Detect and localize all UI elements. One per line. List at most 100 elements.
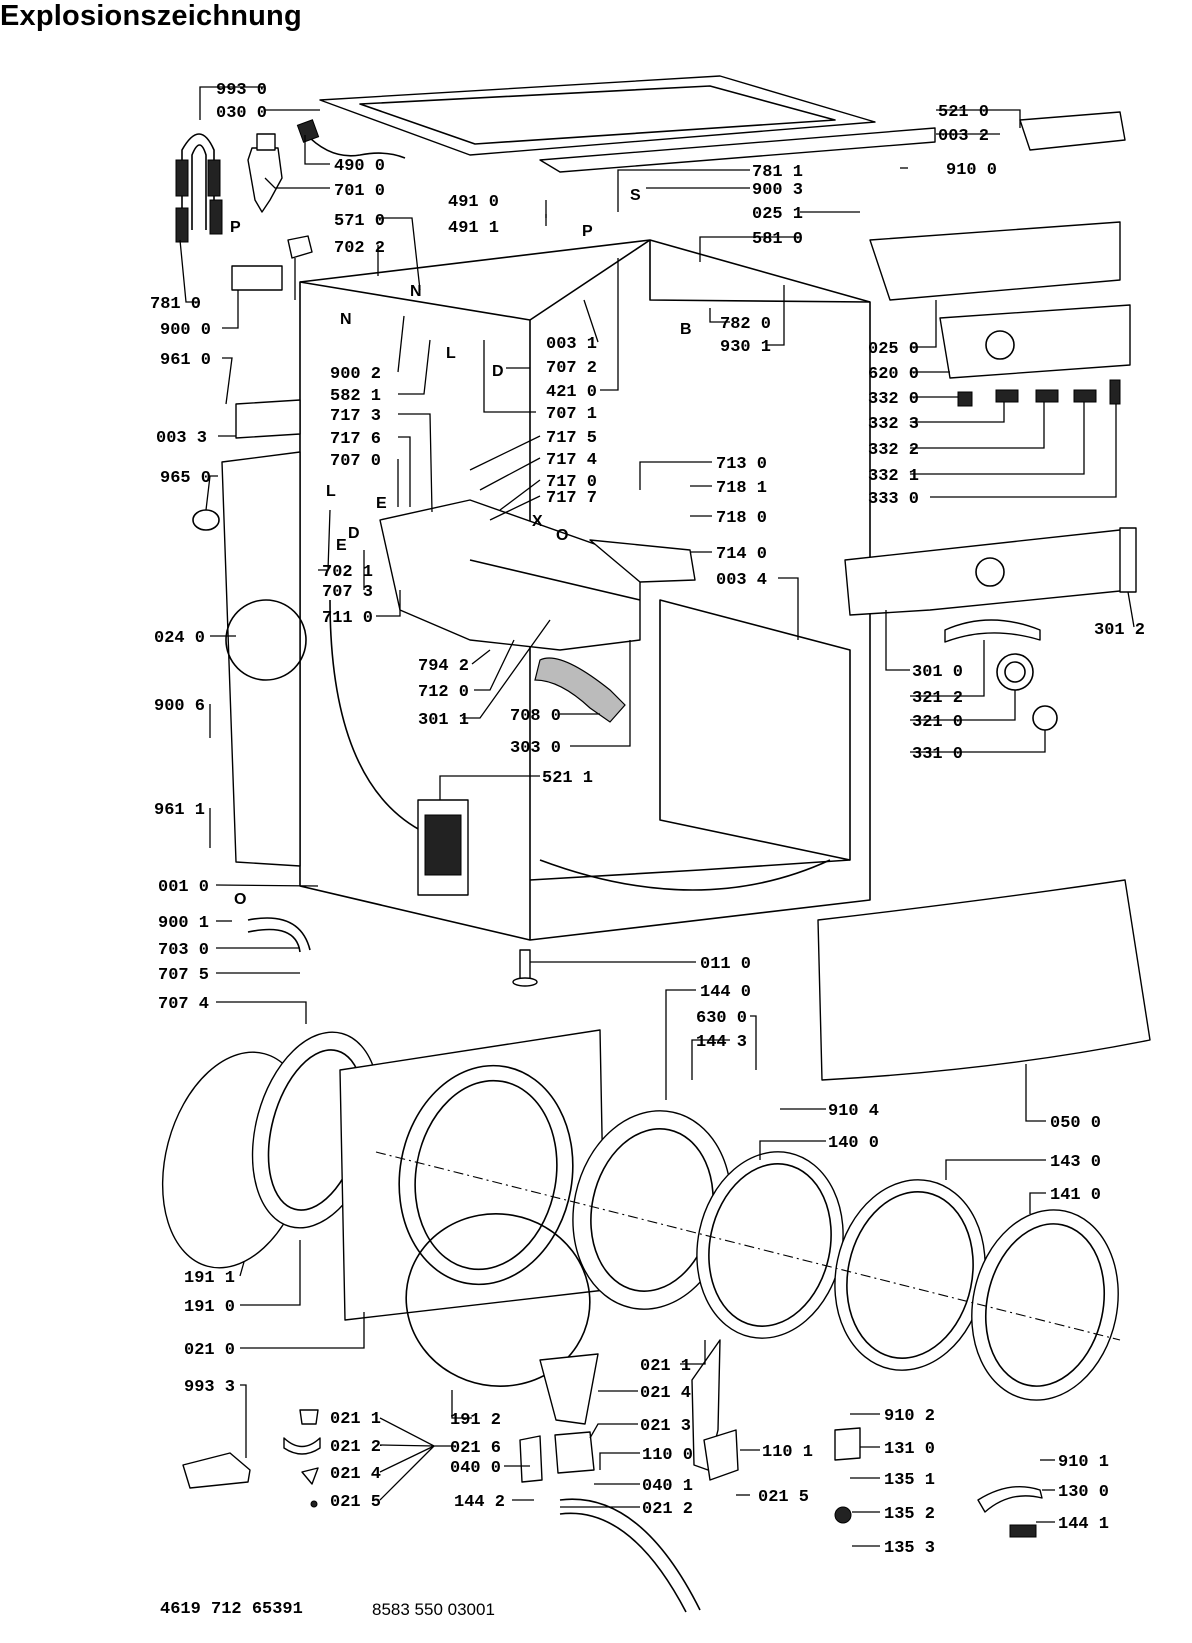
label-707-3: 707 3	[322, 583, 373, 602]
label-332-0: 332 0	[868, 390, 919, 409]
label-782-0: 782 0	[720, 315, 771, 334]
label-712-0: 712 0	[418, 683, 469, 702]
label-021-6: 021 6	[450, 1439, 501, 1458]
part-labels: 993 0 030 0 490 0 701 0 571 0 702 2 781 …	[150, 81, 1145, 1558]
letter-n-1: N	[410, 283, 422, 300]
top-cover-icon	[319, 75, 876, 156]
label-110-0: 110 0	[642, 1446, 693, 1465]
footer-part-number-left: 4619 712 65391	[160, 1600, 303, 1619]
label-143-0: 143 0	[1050, 1153, 1101, 1172]
label-144-3: 144 3	[696, 1033, 747, 1052]
label-144-0: 144 0	[700, 983, 751, 1002]
drum-icon	[161, 1029, 606, 1387]
label-900-3: 900 3	[752, 181, 803, 200]
label-110-1: 110 1	[762, 1443, 813, 1462]
label-191-0: 191 0	[184, 1298, 235, 1317]
label-025-0: 025 0	[868, 340, 919, 359]
label-630-0: 630 0	[696, 1009, 747, 1028]
label-521-0: 521 0	[938, 103, 989, 122]
label-332-1: 332 1	[868, 467, 919, 486]
label-301-1: 301 1	[418, 711, 469, 730]
label-021-1-a: 021 1	[640, 1357, 691, 1376]
page-title: Explosionszeichnung	[0, 0, 302, 32]
label-331-0: 331 0	[912, 745, 963, 764]
label-303-0: 303 0	[510, 739, 561, 758]
label-131-0: 131 0	[884, 1440, 935, 1459]
label-301-0: 301 0	[912, 663, 963, 682]
label-717-3: 717 3	[330, 407, 381, 426]
label-130-0: 130 0	[1058, 1483, 1109, 1502]
hose-icon	[175, 133, 223, 243]
label-021-1-b: 021 1	[330, 1410, 381, 1429]
label-703-0: 703 0	[158, 941, 209, 960]
label-717-5: 717 5	[546, 429, 597, 448]
label-718-0: 718 0	[716, 509, 767, 528]
label-701-0: 701 0	[334, 182, 385, 201]
label-191-1: 191 1	[184, 1269, 235, 1288]
footer-part-number-right: 8583 550 03001	[372, 1600, 495, 1619]
label-332-2: 332 2	[868, 441, 919, 460]
label-717-6: 717 6	[330, 430, 381, 449]
label-711-0: 711 0	[322, 609, 373, 628]
label-718-1: 718 1	[716, 479, 767, 498]
connection-letters: P N L D B S P L E D E X O O N	[230, 187, 692, 908]
label-025-1: 025 1	[752, 205, 803, 224]
power-cord-icon	[296, 119, 406, 159]
label-001-0: 001 0	[158, 878, 209, 897]
label-910-0: 910 0	[946, 161, 997, 180]
label-144-1: 144 1	[1058, 1515, 1109, 1534]
label-717-0: 717 0	[546, 473, 597, 492]
label-930-1: 930 1	[720, 338, 771, 357]
label-702-1: 702 1	[322, 563, 373, 582]
label-003-4: 003 4	[716, 571, 767, 590]
label-135-1: 135 1	[884, 1471, 935, 1490]
label-021-5-b: 021 5	[330, 1493, 381, 1512]
label-571-0: 571 0	[334, 212, 385, 231]
label-040-1: 040 1	[642, 1477, 693, 1496]
label-781-0: 781 0	[150, 295, 201, 314]
letter-n-2: N	[340, 311, 352, 328]
label-332-3: 332 3	[868, 415, 919, 434]
label-581-0: 581 0	[752, 230, 803, 249]
label-135-3: 135 3	[884, 1539, 935, 1558]
label-021-3: 021 3	[640, 1417, 691, 1436]
label-993-0: 993 0	[216, 81, 267, 100]
label-021-0: 021 0	[184, 1341, 235, 1360]
label-900-6: 900 6	[154, 697, 205, 716]
leg-icon	[512, 949, 538, 987]
letter-e-1: E	[376, 495, 387, 512]
label-144-2: 144 2	[454, 1493, 505, 1512]
dispenser-housing-icon	[379, 499, 641, 651]
label-707-4: 707 4	[158, 995, 209, 1014]
label-491-0: 491 0	[448, 193, 499, 212]
letter-o-2: O	[234, 891, 246, 908]
label-135-2: 135 2	[884, 1505, 935, 1524]
label-321-2: 321 2	[912, 689, 963, 708]
label-490-0: 490 0	[334, 157, 385, 176]
label-021-2-a: 021 2	[642, 1500, 693, 1519]
label-708-0: 708 0	[510, 707, 561, 726]
label-900-0: 900 0	[160, 321, 211, 340]
letter-p-1: P	[230, 219, 241, 236]
label-702-2: 702 2	[334, 239, 385, 258]
label-707-1: 707 1	[546, 405, 597, 424]
label-961-1: 961 1	[154, 801, 205, 820]
label-717-4: 717 4	[546, 451, 597, 470]
label-421-0: 421 0	[546, 383, 597, 402]
letter-x: X	[532, 513, 543, 530]
letter-l-2: L	[326, 483, 336, 500]
label-707-5: 707 5	[158, 966, 209, 985]
label-021-4-a: 021 4	[640, 1384, 691, 1403]
label-910-4: 910 4	[828, 1102, 879, 1121]
hose-elbow-icon	[247, 147, 283, 213]
label-030-0: 030 0	[216, 104, 267, 123]
label-040-0: 040 0	[450, 1459, 501, 1478]
label-003-2: 003 2	[938, 127, 989, 146]
label-191-2: 191 2	[450, 1411, 501, 1430]
label-521-1: 521 1	[542, 769, 593, 788]
letter-d-2: D	[348, 525, 360, 542]
label-965-0: 965 0	[160, 469, 211, 488]
label-707-0: 707 0	[330, 452, 381, 471]
label-050-0: 050 0	[1050, 1114, 1101, 1133]
